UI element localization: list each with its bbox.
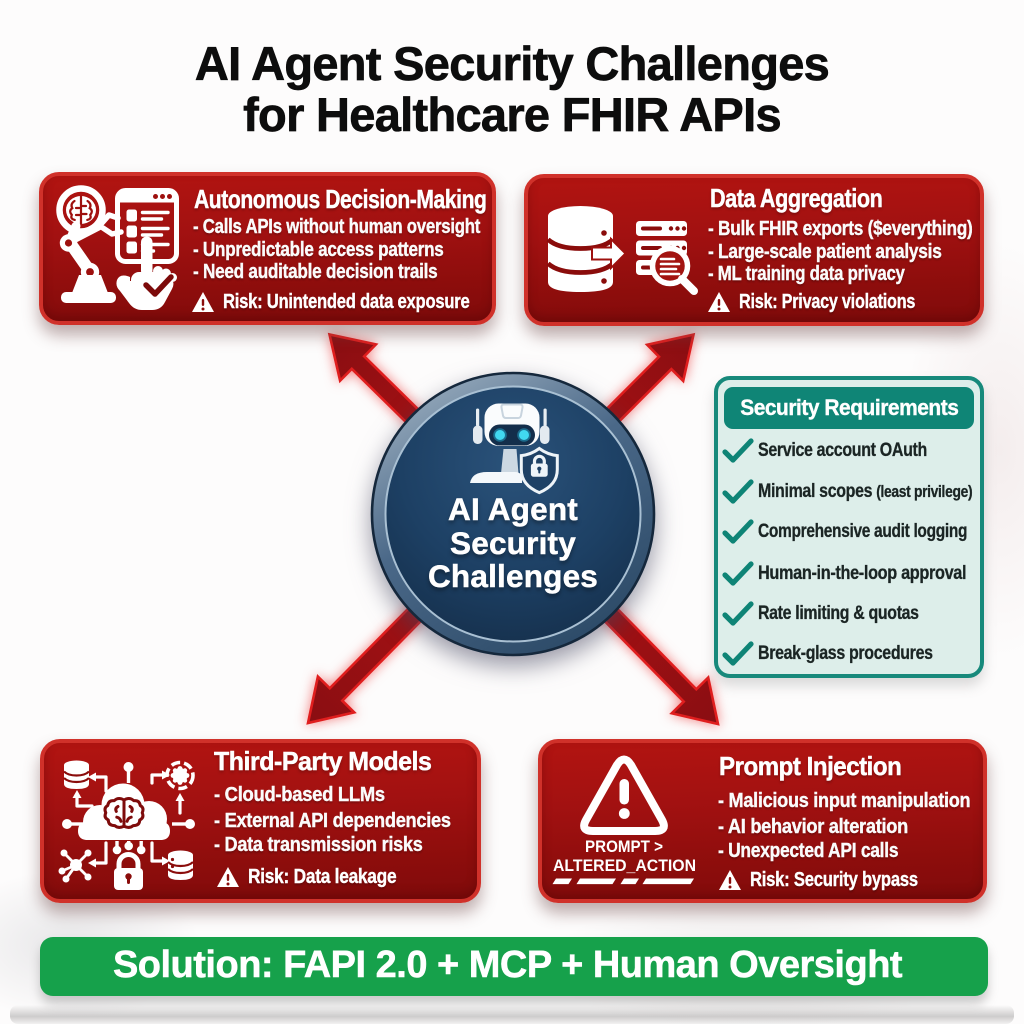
svg-text:ALTERED_ACTION: ALTERED_ACTION [553, 856, 696, 875]
svg-text:PROMPT >: PROMPT > [585, 837, 663, 856]
